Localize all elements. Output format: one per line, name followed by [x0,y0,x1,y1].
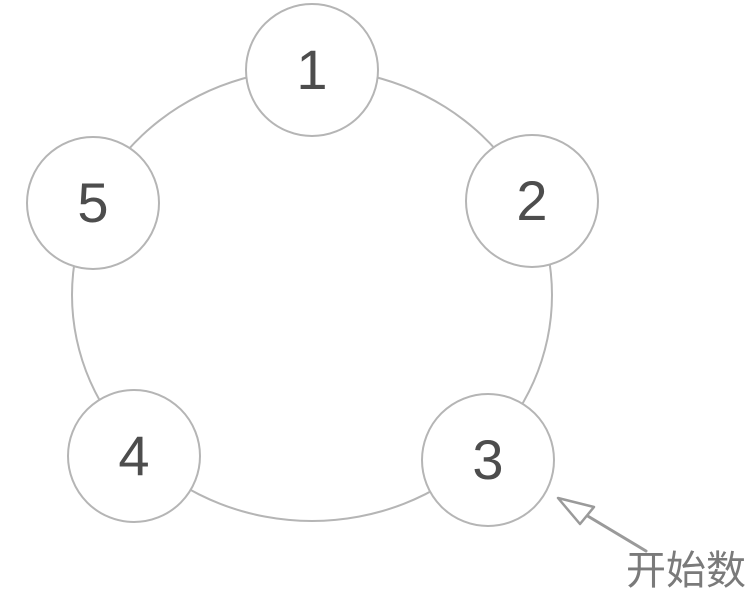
node-label: 1 [296,38,328,101]
node-5: 5 [26,136,160,270]
node-2: 2 [465,134,599,268]
node-label: 2 [516,169,548,232]
node-label: 4 [118,424,150,487]
node-3: 3 [421,393,555,527]
node-label: 3 [472,428,504,491]
node-1: 1 [245,3,379,137]
start-count-label: 开始数 [626,548,746,594]
node-label: 5 [77,171,109,234]
node-4: 4 [67,389,201,523]
